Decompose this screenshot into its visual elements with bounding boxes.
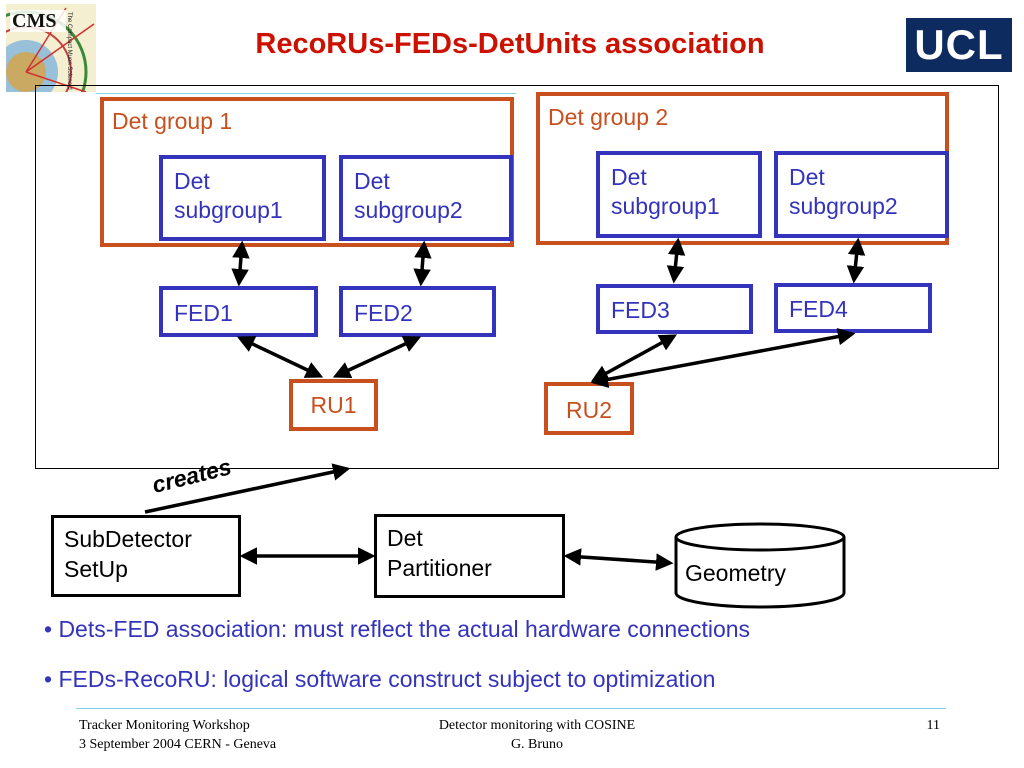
group2-det-subgroup1: Det subgroup1: [596, 151, 762, 238]
subdetector-line1: SubDetector: [64, 526, 192, 552]
fed2-box: FED2: [339, 286, 496, 337]
geometry-label: Geometry: [685, 560, 786, 586]
partitioner-line1: Det: [387, 525, 423, 551]
footer-center: Detector monitoring with COSINE G. Bruno: [382, 716, 692, 754]
arrow-sub1-fed1: [231, 240, 250, 287]
group2-sub2-line1: Det: [789, 164, 825, 190]
arrow-partitioner-geometry: [563, 548, 674, 571]
subdetector-line2: SetUp: [64, 556, 128, 582]
group2-det-subgroup2: Det subgroup2: [774, 151, 949, 238]
cms-logo-text: CMS: [12, 10, 57, 32]
cms-logo: CMS The Compact Muon Solenoid: [6, 4, 96, 92]
group1-sub2-line1: Det: [354, 168, 390, 194]
footer-left: Tracker Monitoring Workshop 3 September …: [79, 716, 276, 754]
bullet-1: • Dets-FED association: must reflect the…: [44, 616, 751, 642]
det-group-1-label: Det group 1: [112, 108, 233, 134]
group1-sub2-line2: subgroup2: [354, 197, 463, 223]
arrow-creates: [144, 463, 351, 514]
footer-rule: [76, 708, 946, 709]
geometry-cylinder: [674, 522, 846, 609]
bullet-2: • FEDs-RecoRU: logical software construc…: [44, 666, 716, 692]
ru2-box: RU2: [544, 382, 634, 435]
arrow-sub2-fed4: [846, 237, 866, 284]
footer-date: 3 September 2004 CERN - Geneva: [79, 737, 277, 752]
arrow-sub2-fed2: [413, 240, 432, 287]
group1-sub1-line1: Det: [174, 168, 210, 194]
ru1-box: RU1: [289, 379, 378, 431]
arrow-fed1-ru1: [236, 336, 324, 378]
group2-sub2-line2: subgroup2: [789, 193, 898, 219]
arrow-fed2-ru1: [332, 335, 422, 379]
group1-det-subgroup1: Det subgroup1: [159, 155, 326, 241]
det-partitioner-box: Det Partitioner: [374, 514, 565, 598]
slide-title: RecoRUs-FEDs-DetUnits association: [255, 28, 765, 60]
fed3-box: FED3: [596, 284, 753, 334]
arrow-sub1-fed3: [666, 237, 686, 284]
det-group-2-label: Det group 2: [548, 104, 669, 130]
footer-author: G. Bruno: [510, 737, 564, 752]
footer-talk-title: Detector monitoring with COSINE: [438, 718, 636, 733]
group1-det-subgroup2: Det subgroup2: [339, 155, 513, 241]
page-number: 11: [926, 718, 940, 733]
footer-event: Tracker Monitoring Workshop: [79, 718, 250, 733]
ucl-logo: UCL: [906, 18, 1012, 72]
group2-sub1-line1: Det: [611, 164, 647, 190]
fed1-box: FED1: [159, 286, 318, 337]
cms-logo-graphic: [6, 4, 96, 92]
arrow-fed4-ru2: [590, 327, 856, 389]
header-rule: [96, 93, 516, 94]
group1-sub1-line2: subgroup1: [174, 197, 283, 223]
group2-sub1-line2: subgroup1: [611, 193, 720, 219]
subdetector-setup-box: SubDetector SetUp: [51, 515, 241, 597]
diagram-frame: [35, 85, 999, 469]
partitioner-line2: Partitioner: [387, 555, 492, 581]
